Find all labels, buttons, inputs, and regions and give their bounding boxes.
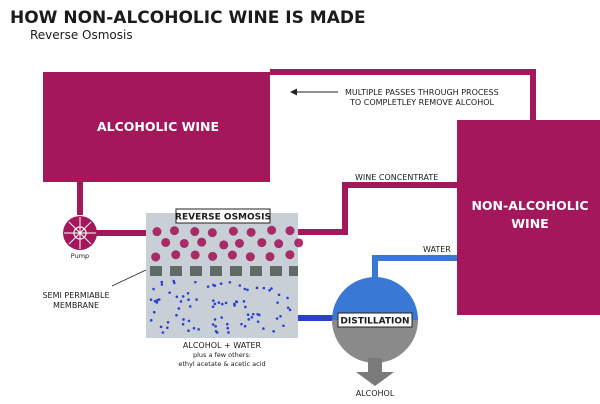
alcohol-label: ALCOHOL (356, 389, 395, 398)
return-pipe (270, 69, 536, 122)
distillation-tag: DISTILLATION (340, 317, 409, 327)
distillation-vessel (332, 277, 418, 363)
membrane (146, 266, 298, 276)
pump-icon (63, 216, 97, 250)
non-alcoholic-wine-label-line2: WINE (511, 216, 548, 231)
non-alcoholic-wine-label-line1: NON-ALCOHOLIC (471, 198, 588, 213)
reverse-osmosis-tag-box (175, 208, 271, 224)
non-alcoholic-wine-box (457, 120, 600, 315)
passes-label-line1: MULTIPLE PASSES THROUGH PROCESS (345, 88, 499, 97)
page-subtitle: Reverse Osmosis (30, 28, 133, 42)
water-label: WATER (423, 245, 451, 254)
distillation-tag-box (337, 312, 413, 328)
wine-concentrate-label: WINE CONCENTRATE (355, 173, 438, 182)
page-title: HOW NON-ALCOHOLIC WINE IS MADE (10, 8, 366, 28)
pump-label: Pump (71, 252, 89, 260)
alcohol-water-molecules (149, 279, 292, 334)
alcoholic-wine-label: ALCOHOLIC WINE (97, 119, 219, 134)
membrane-pointer (111, 269, 147, 287)
passes-label-line2: TO COMPLETLEY REMOVE ALCOHOL (349, 98, 495, 107)
alcohol-arrow-stem (368, 358, 382, 373)
others-label-line1: plus a few others: (193, 351, 251, 359)
alcoholic-wine-box (43, 72, 270, 182)
passes-arrow-head (290, 88, 297, 96)
alcohol-water-label: ALCOHOL + WATER (183, 341, 262, 350)
reverse-osmosis-tag: REVERSE OSMOSIS (175, 213, 271, 223)
membrane-label-line2: MEMBRANE (53, 301, 99, 310)
alcohol-arrow-head (356, 372, 394, 386)
wine-molecules (151, 225, 304, 262)
membrane-label-line1: SEMI PERMIABLE (42, 291, 109, 300)
others-label-line2: ethyl acetate & acetic acid (178, 360, 265, 368)
concentrate-pipe (298, 182, 458, 235)
